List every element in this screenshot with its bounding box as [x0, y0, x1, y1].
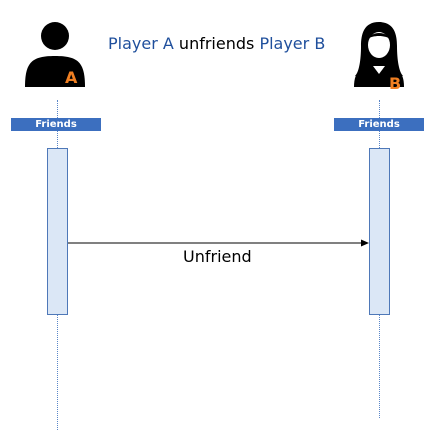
player-b-name: Player B: [259, 34, 326, 53]
player-a-name: Player A: [108, 34, 174, 53]
unfriend-message-arrow: [68, 239, 369, 247]
male-user-icon: [25, 22, 85, 87]
participant-a-state-label: Friends: [11, 118, 101, 131]
participant-b-letter: B: [389, 74, 402, 93]
participant-a-letter: A: [65, 68, 78, 87]
activation-bar-b: [369, 148, 390, 315]
diagram-title: Player A unfriends Player B: [108, 33, 325, 55]
participant-a-avatar: A: [22, 14, 92, 94]
participant-b-avatar: B: [346, 14, 416, 94]
female-user-icon: [354, 22, 404, 87]
title-action: unfriends: [178, 34, 255, 53]
activation-bar-a: [47, 148, 68, 315]
participant-b-state-label: Friends: [334, 118, 424, 131]
unfriend-message-label: Unfriend: [183, 247, 252, 266]
